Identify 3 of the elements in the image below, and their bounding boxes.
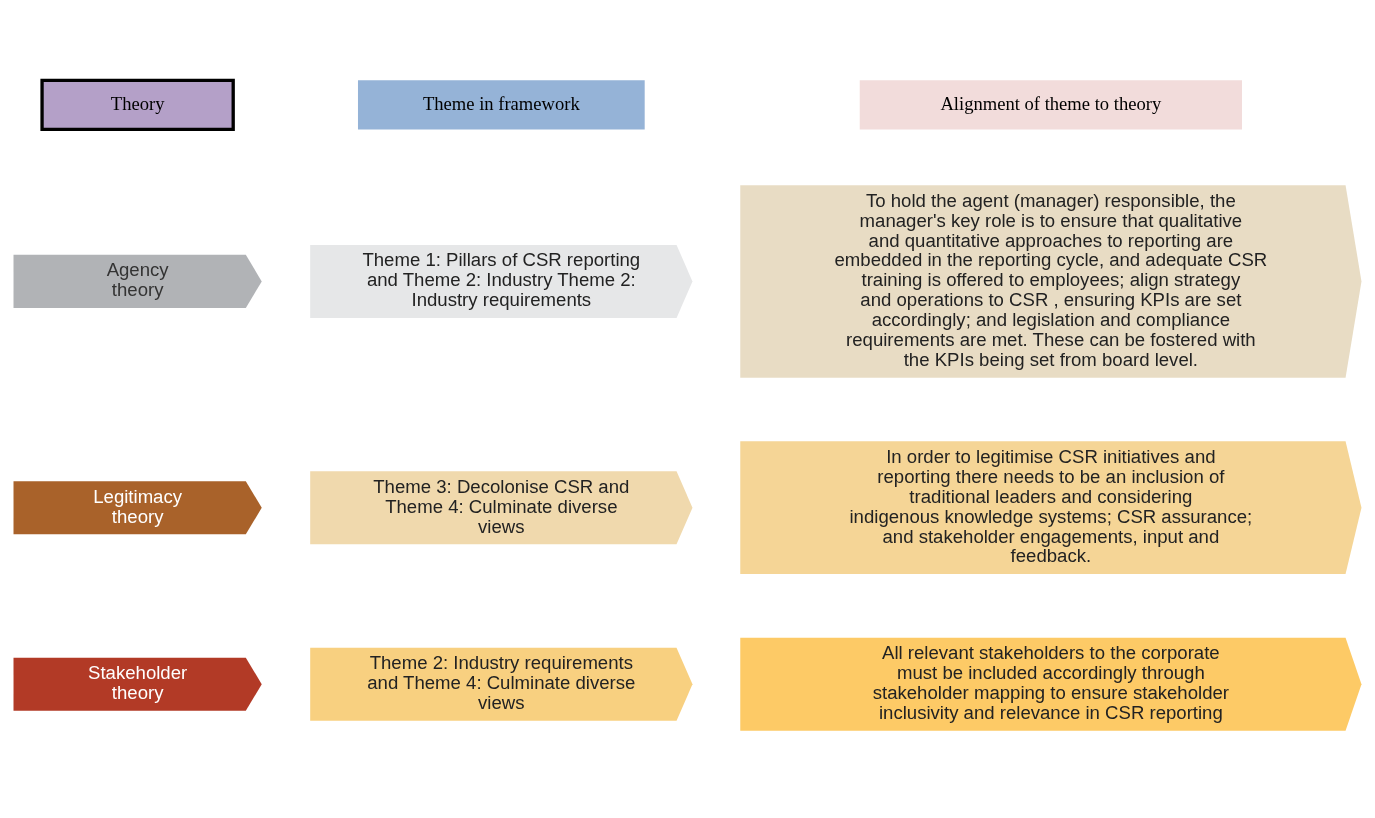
node-box: Theory (40, 78, 235, 131)
node-box: Theme in framework (358, 79, 645, 129)
node-box: Alignment of theme to theory (859, 79, 1242, 129)
